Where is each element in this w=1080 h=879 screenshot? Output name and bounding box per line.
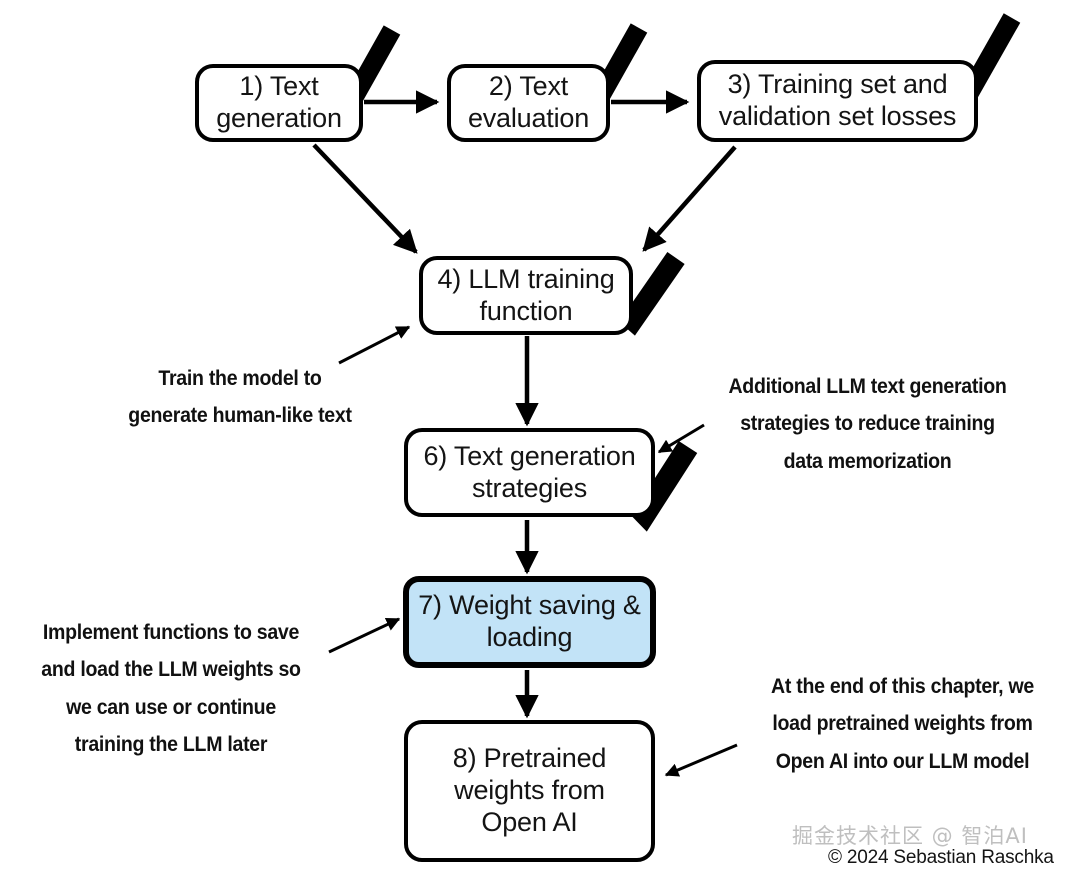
node-label-line: 8) Pretrained: [452, 743, 607, 774]
site-watermark: 掘金技术社区 @ 智泊AI: [792, 824, 1028, 848]
annotation-line: data memorization: [783, 449, 952, 473]
node-weight-saving-loading[interactable]: 7) Weight saving & loading: [403, 576, 656, 668]
node-label-line: 6) Text generation: [423, 440, 636, 471]
node-label-line: 3) Training set and: [727, 69, 948, 100]
node-label-line: 2) Text: [488, 71, 569, 102]
node-label-line: generation: [216, 103, 342, 133]
annotation-line: Open AI into our LLM model: [775, 749, 1030, 773]
annotation-line: load pretrained weights from: [772, 712, 1033, 736]
leader-a3-n7: [328, 617, 401, 654]
annotation-line: generate human-like text: [128, 404, 352, 428]
edge-n1-n4: [312, 143, 418, 254]
node-label-line: validation set losses: [718, 101, 957, 131]
node-label-line: function: [479, 295, 573, 326]
node-text-generation[interactable]: 1) Text generation: [195, 64, 363, 142]
annotation-load-pretrained-end: At the end of this chapter, we load pret…: [751, 668, 1053, 780]
annotation-implement-save-load: Implement functions to save and load the…: [21, 614, 320, 764]
node-label-line: 4) LLM training: [437, 263, 615, 294]
leader-a4-n8: [664, 743, 738, 777]
leader-a1-n4: [338, 325, 411, 365]
node-label-line: Open AI: [481, 806, 578, 837]
node-text-evaluation[interactable]: 2) Text evaluation: [447, 64, 610, 142]
copyright-notice: © 2024 Sebastian Raschka: [828, 847, 1054, 868]
annotation-train-model: Train the model to generate human-like t…: [110, 360, 370, 435]
node-training-validation-losses[interactable]: 3) Training set and validation set losse…: [697, 60, 978, 142]
annotation-line: Train the model to: [158, 367, 322, 390]
annotation-line: Additional LLM text generation: [728, 375, 1007, 398]
node-pretrained-weights-openai[interactable]: 8) Pretrained weights from Open AI: [404, 720, 655, 862]
leader-a2-n6: [657, 423, 705, 454]
annotation-line: At the end of this chapter, we: [771, 675, 1034, 698]
node-label-line: 7) Weight saving &: [418, 590, 641, 621]
annotation-line: strategies to reduce training: [740, 412, 995, 436]
annotation-line: we can use or continue: [66, 695, 276, 719]
node-label-line: loading: [486, 622, 573, 652]
node-label-line: evaluation: [467, 103, 590, 133]
node-label-line: weights from: [454, 775, 605, 806]
annotation-additional-strategies: Additional LLM text generation strategie…: [712, 368, 1024, 480]
node-label-line: strategies: [471, 472, 588, 503]
node-text-generation-strategies[interactable]: 6) Text generation strategies: [404, 428, 655, 517]
annotation-line: and load the LLM weights so: [41, 658, 301, 682]
annotation-line: training the LLM later: [74, 733, 268, 757]
edge-n3-n4: [642, 145, 737, 252]
annotation-line: Implement functions to save: [42, 621, 300, 644]
node-label-line: 1) Text: [239, 71, 319, 102]
node-llm-training-function[interactable]: 4) LLM training function: [419, 256, 633, 335]
